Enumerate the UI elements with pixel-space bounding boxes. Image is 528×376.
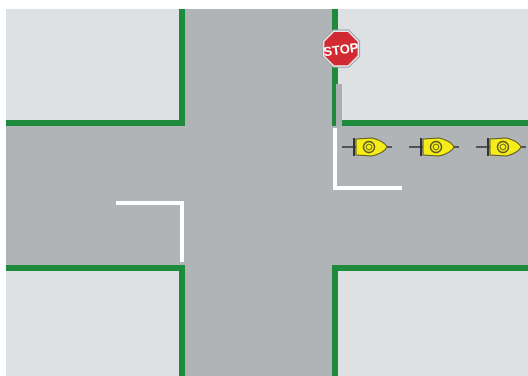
sidewalk-block-northeast [335,9,528,125]
sidewalk-block-northwest [6,9,182,125]
bicycles [342,138,526,156]
sidewalk-block-southwest [6,268,182,376]
stop-sign-pole [336,84,342,126]
sidewalk-block-southeast [335,268,528,376]
